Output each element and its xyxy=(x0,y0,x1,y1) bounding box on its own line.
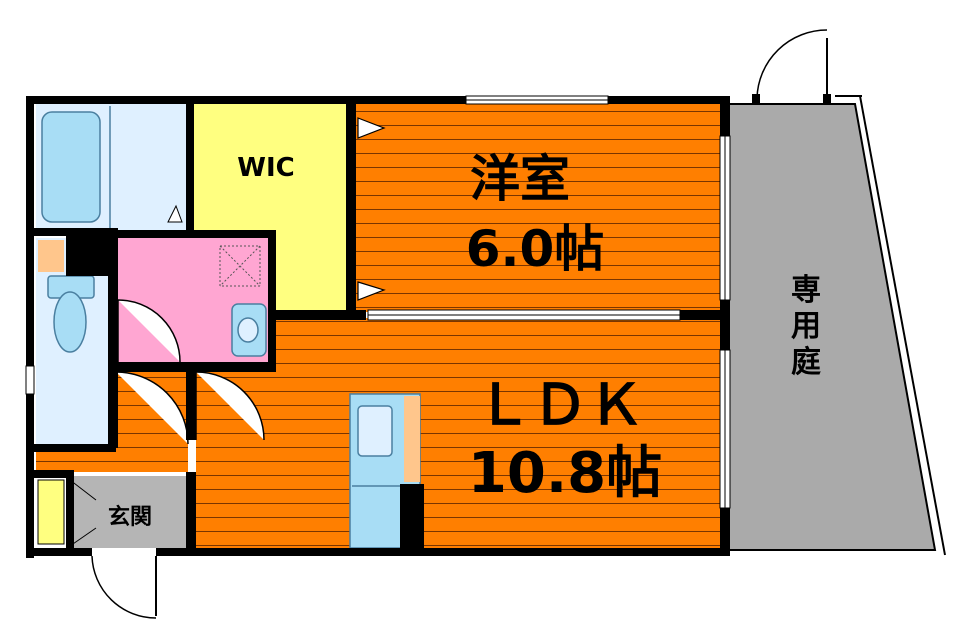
ldk-size: 10.8帖 xyxy=(468,441,662,506)
kitchen-sink-icon xyxy=(357,405,393,457)
western-room-size: 6.0帖 xyxy=(466,220,605,278)
garden-door-icon xyxy=(752,29,831,104)
ldk-room xyxy=(186,318,721,548)
toilet-icon xyxy=(47,275,95,353)
walls xyxy=(26,96,730,558)
washing-machine-icon xyxy=(219,245,261,287)
western-room xyxy=(354,104,721,312)
wic-label: WIC xyxy=(237,153,294,183)
garden-fence xyxy=(859,95,946,556)
garden-label-1: 専 xyxy=(791,273,821,308)
entrance-door-icon xyxy=(91,555,157,619)
private-garden xyxy=(727,103,937,551)
sink-icon xyxy=(231,303,267,357)
bathtub-icon xyxy=(41,111,101,223)
windows xyxy=(25,95,731,509)
western-room-name: 洋室 xyxy=(470,150,570,208)
garden-label-2: 用 xyxy=(791,309,821,344)
genkan-label: 玄関 xyxy=(108,504,152,530)
garden-label-3: 庭 xyxy=(791,345,821,380)
genkan xyxy=(74,476,186,548)
shoe-cabinet xyxy=(37,479,65,545)
ldk-name: ＬＤＫ xyxy=(476,373,644,438)
